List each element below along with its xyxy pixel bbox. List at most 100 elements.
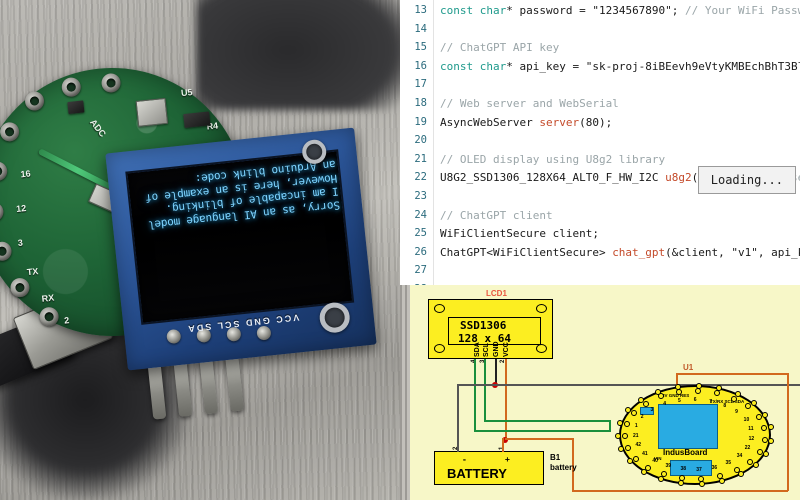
oled-module: Sorry, as an AI language model I am inca… bbox=[105, 127, 377, 371]
lcd-screen-outline bbox=[448, 317, 541, 345]
indusboard-pin-number: 5 bbox=[677, 397, 681, 404]
indusboard-pin-outer bbox=[752, 462, 759, 469]
indusboard-pin-number: 21 bbox=[633, 432, 639, 439]
battery-label: BATTERY bbox=[447, 466, 507, 481]
code-line[interactable]: // ChatGPT API key bbox=[440, 41, 559, 54]
lcd-resolution: 128 x 64 bbox=[458, 332, 511, 345]
code-line[interactable]: /* Message callback of WebSerial */ bbox=[440, 283, 672, 285]
code-line-number: 13 bbox=[414, 4, 427, 16]
wire-vcc bbox=[505, 359, 507, 439]
code-token: // ChatGPT client bbox=[440, 208, 553, 222]
circuit-schematic-panel: LCD1 SSD1306 128 x 64 SDA SCL GND VCC 4 … bbox=[400, 285, 800, 500]
indusboard-pin-outer bbox=[695, 383, 702, 390]
indusboard-pin-number: 39 bbox=[665, 463, 671, 470]
hardware-photo-panel: 16 12 3 TX RX 2 ADC U5 R4 Sorry, as an A bbox=[0, 0, 400, 500]
wire-scl-horizontal bbox=[484, 420, 610, 422]
code-token: const char bbox=[440, 4, 507, 17]
wire-vcc-horizontal bbox=[505, 438, 573, 440]
lcd-ref-label: LCD1 bbox=[486, 289, 507, 298]
code-editor-panel[interactable]: 13141516171819202122232425262728293031 c… bbox=[400, 0, 800, 285]
indusboard-pin-number: 10 bbox=[743, 417, 750, 424]
wire-battery-neg bbox=[457, 442, 459, 452]
code-token: (80); bbox=[579, 115, 613, 129]
indusboard-pin bbox=[761, 425, 768, 432]
code-token: server bbox=[539, 115, 580, 129]
indusboard-pin bbox=[624, 421, 631, 428]
indusboard-pin-number: 9 bbox=[735, 409, 738, 416]
code-line-number: 16 bbox=[414, 59, 427, 72]
indusboard-pin-number: 2 bbox=[640, 414, 644, 421]
lcd-mount-hole bbox=[536, 344, 547, 353]
code-token: /* Message callback of WebSerial */ bbox=[440, 283, 672, 285]
indusboard-pin-number: 37 bbox=[696, 466, 702, 473]
indusboard-pin bbox=[622, 432, 629, 439]
indusboard-pin bbox=[658, 393, 665, 400]
wire-u1-drop bbox=[676, 373, 678, 387]
pcb-pin-label-3: 3 bbox=[17, 237, 24, 249]
indusboard-pin-outer bbox=[719, 477, 726, 484]
wire-gnd-down bbox=[457, 384, 459, 446]
pcb-resistor-r4 bbox=[183, 111, 211, 128]
lcd-pin-name-scl: SCL bbox=[483, 343, 490, 357]
loading-tooltip: Loading... bbox=[697, 166, 796, 194]
lcd-pin-name-vcc: VCC bbox=[503, 342, 510, 357]
indusboard-pin-number: 40 bbox=[652, 458, 658, 465]
lcd-pin-name-sda: SDA bbox=[474, 342, 481, 357]
code-line[interactable]: // OLED display using U8g2 library bbox=[440, 153, 665, 166]
indusboard-pin-outer bbox=[768, 437, 775, 444]
pcb-pin-label-2: 2 bbox=[63, 315, 70, 326]
battery-body bbox=[434, 451, 544, 485]
indusboard-pin-number: 35 bbox=[725, 460, 732, 467]
wire-scl-drop bbox=[609, 420, 611, 432]
indusboard-pin-number: 12 bbox=[748, 436, 755, 442]
indusboard-pin-number: 41 bbox=[642, 450, 648, 457]
indusboard-pin-number: 1 bbox=[634, 423, 638, 430]
code-line[interactable]: // Web server and WebSerial bbox=[440, 97, 619, 110]
code-token: (&client, "v1", api_key bbox=[665, 245, 800, 259]
code-line[interactable]: WiFiClientSecure client; bbox=[440, 227, 599, 240]
wire-sda bbox=[474, 359, 476, 431]
pcb-silk-u5: U5 bbox=[180, 87, 193, 99]
code-line[interactable]: const char* password = "1234567890"; // … bbox=[440, 4, 800, 17]
wire-gnd bbox=[495, 359, 497, 385]
indusboard-pin-number: 42 bbox=[635, 442, 642, 449]
pcb-ic-u5 bbox=[135, 97, 169, 127]
code-line-number: 22 bbox=[414, 171, 427, 184]
indusboard-name-label: IndusBoard bbox=[663, 448, 708, 457]
indusboard-pin-outer bbox=[615, 433, 622, 440]
code-line-number: 20 bbox=[414, 134, 427, 147]
code-line[interactable]: // ChatGPT client bbox=[440, 209, 553, 222]
wire-vcc-bottom bbox=[572, 490, 788, 492]
indusboard-mcu-block bbox=[658, 404, 718, 449]
oled-pin-sda bbox=[256, 325, 272, 341]
u1-ref-label: U1 bbox=[683, 363, 694, 372]
indusboard-pin-number: 7 bbox=[709, 398, 712, 405]
lcd-mount-hole bbox=[434, 304, 445, 313]
indusboard-pin-outer bbox=[750, 400, 757, 407]
indusboard-pin-outer bbox=[674, 384, 681, 391]
indusboard-pin bbox=[747, 459, 754, 465]
code-token: AsyncWebServer bbox=[440, 115, 540, 129]
code-token: // Web server and WebSerial bbox=[440, 97, 619, 110]
indusboard-pin bbox=[755, 413, 762, 420]
indusboard-pin bbox=[645, 464, 652, 471]
indusboard-pin bbox=[731, 395, 738, 402]
code-line[interactable]: const char* api_key = "sk-proj-8iBEevh9e… bbox=[440, 60, 800, 73]
indusboard-usb-block bbox=[670, 460, 712, 476]
code-line[interactable]: ChatGPT<WiFiClientSecure> chat_gpt(&clie… bbox=[440, 246, 800, 259]
wire-sda-horizontal bbox=[474, 430, 610, 432]
wire-vcc-down bbox=[572, 438, 574, 491]
wire-u1-top bbox=[676, 373, 788, 375]
code-line-number: 17 bbox=[414, 78, 427, 91]
code-line[interactable]: AsyncWebServer server(80); bbox=[440, 116, 612, 129]
indusboard-pin-number: 38 bbox=[680, 466, 686, 473]
lcd-part-number: SSD1306 bbox=[460, 319, 507, 332]
indusboard-pin-outer bbox=[677, 480, 684, 487]
code-line-number: 19 bbox=[414, 115, 427, 128]
indusboard-pin bbox=[625, 444, 632, 451]
code-token: chat_gpt bbox=[612, 245, 666, 259]
code-line-number: 25 bbox=[414, 227, 427, 240]
indusboard-pin bbox=[733, 467, 740, 474]
indusboard-antenna-block bbox=[640, 407, 654, 415]
wire-vcc-right bbox=[787, 373, 789, 491]
